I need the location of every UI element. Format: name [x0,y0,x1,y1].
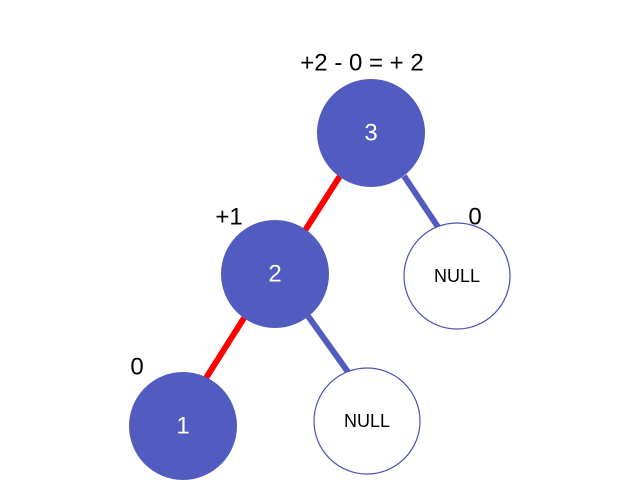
node-3-label: 3 [364,120,377,147]
edge-3-to-2 [301,174,343,234]
edge-3-to-null [401,174,443,232]
null-node-right-of-2: NULL [313,367,421,475]
node-1-circle [129,372,237,480]
null-node-right-of-2-label: NULL [344,411,390,431]
tree-node-2: 2 [221,220,329,328]
null-node-right-of-3: NULL [403,222,511,330]
null-node-right-of-3-label: NULL [434,266,480,286]
null-node-right-of-3-annotation: 0 [468,204,481,231]
node-1-label: 1 [176,413,189,440]
node-3-balance-annotation: +2 - 0 = + 2 [300,50,423,77]
node-1-balance-annotation: 0 [130,354,143,381]
node-2-circle [221,220,329,328]
tree-node-3: 3 [317,79,425,187]
edge-2-to-1 [203,316,247,380]
node-2-label: 2 [268,261,281,288]
edge-2-to-null [305,314,351,374]
null-node-right-of-3-circle [403,222,511,330]
node-3-circle [317,79,425,187]
null-node-right-of-2-circle [313,367,421,475]
node-2-balance-annotation: +1 [215,204,242,231]
tree-node-1: 1 [129,372,237,480]
